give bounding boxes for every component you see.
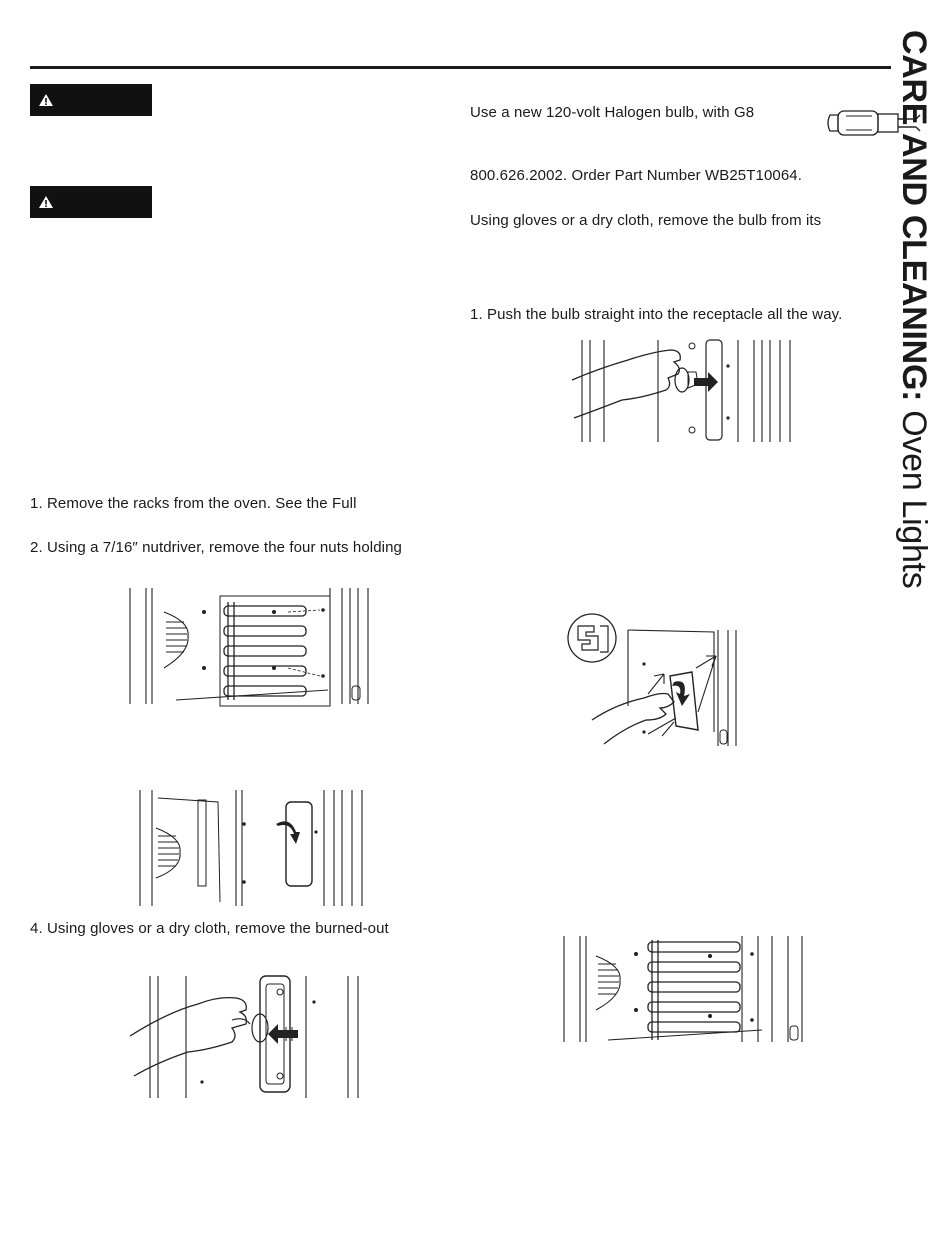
header-rule xyxy=(30,66,891,69)
step-remove-bulb: 4. Using gloves or a dry cloth, remove t… xyxy=(30,920,389,937)
warning-badge xyxy=(30,186,152,218)
order-info-text: 800.626.2002. Order Part Number WB25T100… xyxy=(470,167,802,184)
step-push-bulb: 1. Push the bulb straight into the recep… xyxy=(470,306,843,323)
oven-racks-reinstalled-illustration xyxy=(562,936,808,1046)
gloves-text: Using gloves or a dry cloth, remove the … xyxy=(470,212,822,229)
bulb-spec-text: Use a new 120-volt Halogen bulb, with G8 xyxy=(470,104,755,121)
section-title-regular: Oven Lights xyxy=(895,401,933,589)
replace-cover-illustration xyxy=(564,612,740,748)
hand-remove-bulb-illustration xyxy=(128,972,364,1100)
step-remove-racks: 1. Remove the racks from the oven. See t… xyxy=(30,495,357,512)
halogen-bulb-illustration xyxy=(826,108,922,138)
warning-triangle-icon xyxy=(39,94,53,106)
oven-racks-nuts-illustration xyxy=(128,588,374,707)
hand-push-bulb-illustration xyxy=(570,338,798,446)
section-title: CARE AND CLEANING: Oven Lights xyxy=(884,30,950,610)
light-cover-illustration xyxy=(138,790,366,908)
warning-triangle-icon xyxy=(39,196,53,208)
section-title-bold: CARE AND CLEANING: xyxy=(895,30,933,402)
step-remove-nuts: 2. Using a 7/16″ nutdriver, remove the f… xyxy=(30,539,402,556)
warning-badge xyxy=(30,84,152,116)
